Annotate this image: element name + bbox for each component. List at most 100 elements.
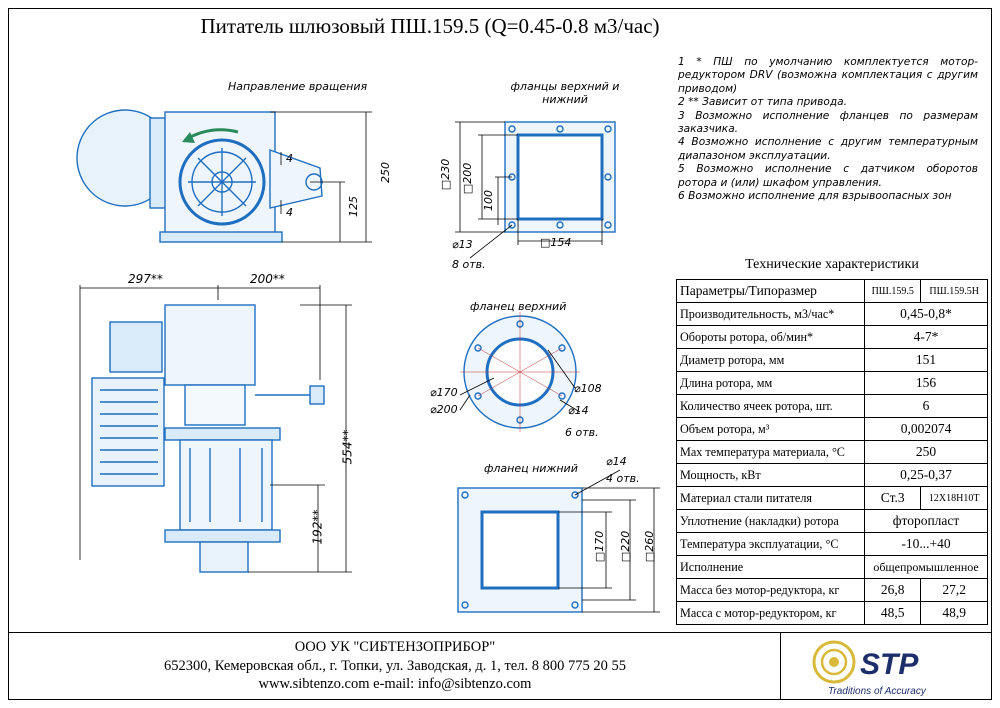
row-label: Масса без мотор-редуктора, кг bbox=[675, 578, 866, 602]
dim-d14-top: ⌀14 bbox=[568, 404, 589, 417]
dim-sq220: □220 bbox=[619, 530, 633, 563]
row-value: 27,2 bbox=[920, 578, 988, 602]
table-row: Температура эксплуатации, °С-10...+40 bbox=[675, 532, 988, 556]
note-4: 4 Возможно исполнение с другим температу… bbox=[678, 136, 978, 162]
row-value: 250 bbox=[864, 440, 988, 464]
row-value: Ст.3 bbox=[864, 486, 922, 510]
row-value: 12Х18Н10Т bbox=[920, 486, 988, 510]
dim-sq260: □260 bbox=[643, 530, 657, 563]
dim-sq154: □154 bbox=[540, 236, 572, 249]
row-value: 0,002074 bbox=[864, 417, 988, 441]
front-view bbox=[91, 304, 325, 573]
stp-logo: STP Traditions of Accuracy bbox=[790, 638, 990, 698]
row-value: 0,45-0,8* bbox=[864, 302, 988, 326]
dim-554: 554** bbox=[340, 429, 355, 465]
dim-192: 192** bbox=[310, 509, 325, 545]
table-row: Материал стали питателя Ст.3 12Х18Н10Т bbox=[675, 486, 988, 510]
row-value: общепромышленное bbox=[864, 555, 988, 579]
row-label: Объем ротора, м³ bbox=[675, 417, 866, 441]
row-value: -10...+40 bbox=[864, 532, 988, 556]
row-value: фторопласт bbox=[864, 509, 988, 533]
row-label: Мощность, кВт bbox=[675, 463, 866, 487]
footer-logo-divider bbox=[780, 632, 781, 700]
dim-125: 125 bbox=[347, 196, 360, 217]
side-view bbox=[76, 109, 323, 243]
note-2: 2 ** Зависит от типа привода. bbox=[678, 96, 848, 109]
header-model-2: ПШ.159.5Н bbox=[920, 279, 988, 303]
tech-specs-title: Технические характеристики bbox=[745, 257, 919, 272]
row-value: 26,8 bbox=[864, 578, 922, 602]
company-block: ООО УК "СИБТЕНЗОПРИБОР" 652300, Кемеровс… bbox=[10, 638, 780, 694]
flange-square-upper bbox=[504, 121, 616, 233]
flanges-label: фланцы верхний и нижний bbox=[510, 80, 620, 106]
dim-d13: ⌀13 bbox=[452, 238, 473, 251]
row-value: 156 bbox=[864, 371, 988, 395]
company-name: ООО УК "СИБТЕНЗОПРИБОР" bbox=[294, 639, 496, 655]
row-label: Количество ячеек ротора, шт. bbox=[675, 394, 866, 418]
table-row: Количество ячеек ротора, шт.6 bbox=[675, 394, 988, 418]
page-title: Питатель шлюзовый ПШ.159.5 (Q=0.45-0.8 м… bbox=[200, 14, 660, 38]
dim-4-top: 4 bbox=[286, 152, 293, 165]
logo-brand: STP bbox=[860, 648, 919, 681]
dim-d108: ⌀108 bbox=[574, 382, 602, 395]
company-address: 652300, Кемеровская обл., г. Топки, ул. … bbox=[164, 657, 626, 674]
dim-8-holes: 8 отв. bbox=[452, 258, 486, 271]
spec-table: Параметры/Типоразмер ПШ.159.5 ПШ.159.5Н … bbox=[675, 279, 988, 625]
header-param: Параметры/Типоразмер bbox=[675, 279, 866, 303]
row-label: Исполнение bbox=[675, 555, 866, 579]
note-6: 6 Возможно исполнение для взрывоопасных … bbox=[678, 190, 952, 203]
flange-square-lower bbox=[457, 487, 583, 613]
rotation-label: Направление вращения bbox=[228, 80, 368, 93]
row-label: Длина ротора, мм bbox=[675, 371, 866, 395]
dim-250: 250 bbox=[379, 162, 392, 183]
stp-emblem-icon: STP Traditions of Accuracy bbox=[812, 640, 927, 697]
dim-sq200: □200 bbox=[461, 162, 475, 195]
drawing-frame bbox=[8, 8, 992, 700]
notes: 1 * ПШ по умолчанию комплектуется мотор-… bbox=[678, 56, 978, 203]
dim-4-holes: 4 отв. bbox=[606, 472, 640, 485]
dim-sq170: □170 bbox=[593, 530, 607, 563]
dim-297: 297** bbox=[128, 272, 163, 286]
row-label: Температура эксплуатации, °С bbox=[675, 532, 866, 556]
dim-100: 100 bbox=[482, 190, 495, 211]
table-header-row: Параметры/Типоразмер ПШ.159.5 ПШ.159.5Н bbox=[675, 279, 988, 303]
row-value: 4-7* bbox=[864, 325, 988, 349]
note-3: 3 Возможно исполнение фланцев по размера… bbox=[678, 109, 978, 136]
note-1: 1 * ПШ по умолчанию комплектуется мотор-… bbox=[678, 56, 978, 95]
row-label: Уплотнение (накладки) ротора bbox=[675, 509, 866, 533]
row-label: Производительность, м3/час* bbox=[675, 302, 866, 326]
logo-tagline: Traditions of Accuracy bbox=[828, 686, 927, 697]
dim-200: 200** bbox=[250, 272, 285, 286]
note-5: 5 Возможно исполнение с датчиком оборото… bbox=[678, 163, 978, 189]
table-row: Масса с мотор-редуктором, кг 48,5 48,9 bbox=[675, 601, 988, 625]
dim-d170: ⌀170 bbox=[430, 386, 458, 399]
row-label: Материал стали питателя bbox=[675, 486, 866, 510]
dim-sq230: □230 bbox=[439, 158, 453, 191]
dim-d14-bottom: ⌀14 bbox=[606, 455, 627, 468]
row-label: Диаметр ротора, мм bbox=[675, 348, 866, 372]
table-row: Обороты ротора, об/мин*4-7* bbox=[675, 325, 988, 349]
table-row: Производительность, м3/час*0,45-0,8* bbox=[675, 302, 988, 326]
header-model-1: ПШ.159.5 bbox=[864, 279, 922, 303]
row-label: Масса с мотор-редуктором, кг bbox=[675, 601, 866, 625]
footer-divider bbox=[8, 632, 992, 633]
flange-bottom-label: фланец нижний bbox=[484, 462, 578, 475]
table-row: Масса без мотор-редуктора, кг 26,8 27,2 bbox=[675, 578, 988, 602]
row-value: 6 bbox=[864, 394, 988, 418]
row-value: 151 bbox=[864, 348, 988, 372]
dim-4-bottom: 4 bbox=[286, 206, 293, 219]
dim-6-holes: 6 отв. bbox=[565, 426, 599, 439]
row-value: 0,25-0,37 bbox=[864, 463, 988, 487]
row-value: 48,9 bbox=[920, 601, 988, 625]
company-web: www.sibtenzo.com e-mail: info@sibtenzo.c… bbox=[258, 676, 532, 692]
row-label: Мах температура материала, °С bbox=[675, 440, 866, 464]
row-label: Обороты ротора, об/мин* bbox=[675, 325, 866, 349]
